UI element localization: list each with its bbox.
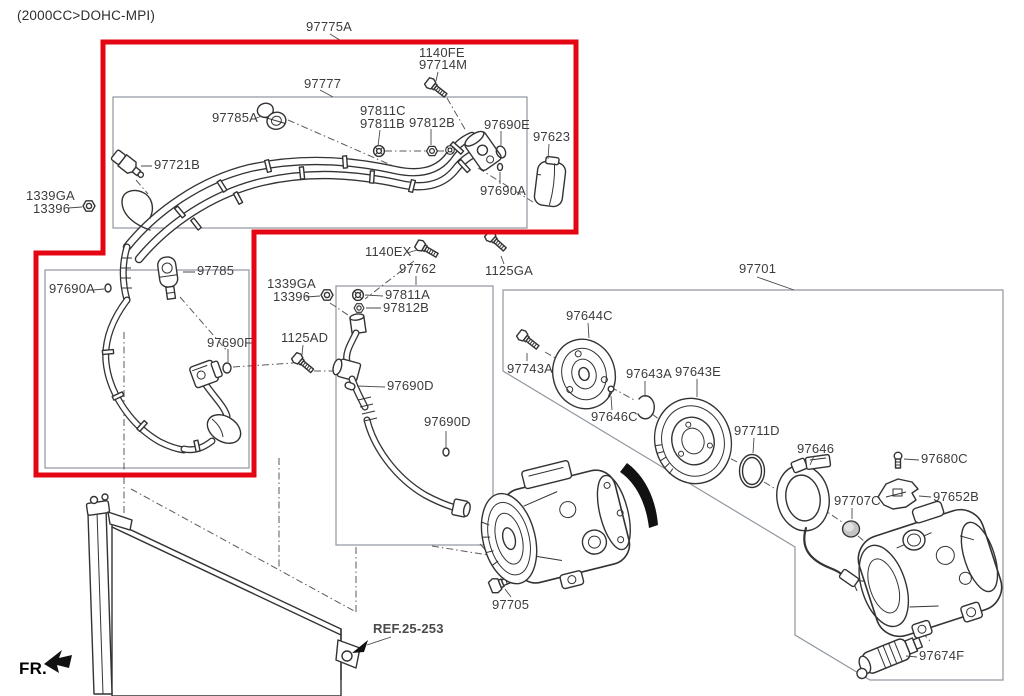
nut-13396-left bbox=[82, 200, 96, 212]
bolt-1125ad bbox=[289, 350, 317, 376]
suction-port-boss bbox=[902, 529, 926, 551]
tube-assembly-97777 bbox=[121, 130, 502, 264]
oring-97690a-left bbox=[104, 283, 112, 293]
hose-elbow-fitting bbox=[189, 359, 223, 389]
compressor-right bbox=[857, 500, 1003, 639]
highlight-swoosh bbox=[620, 463, 658, 528]
fr-direction-arrow-icon bbox=[44, 650, 72, 673]
condenser bbox=[85, 493, 368, 696]
grommet-97811a bbox=[351, 288, 365, 302]
pressure-sensor-97721b bbox=[110, 149, 145, 179]
cap-97707c bbox=[841, 520, 861, 538]
condenser-inlet-port bbox=[89, 495, 99, 505]
pipe-end-fitting bbox=[451, 498, 471, 518]
nut-97812b-mid bbox=[353, 303, 365, 313]
oring-97690f bbox=[222, 362, 232, 374]
condenser-bracket bbox=[335, 639, 361, 669]
stud-97646c bbox=[607, 385, 615, 399]
box-97762 bbox=[335, 285, 494, 546]
nut-13396-mid bbox=[320, 289, 334, 301]
condenser-outlet-port bbox=[101, 493, 109, 501]
pipe-elbow bbox=[332, 358, 362, 382]
cover-97623 bbox=[533, 155, 567, 208]
oring-97690a-top bbox=[496, 162, 504, 172]
pulley-97643e bbox=[653, 397, 733, 485]
ref-arrow-icon bbox=[352, 640, 368, 653]
grommet-97811b bbox=[372, 144, 386, 158]
box-97777 bbox=[112, 96, 528, 229]
oring-97690d-lower bbox=[442, 447, 450, 457]
leader-lines bbox=[67, 33, 932, 658]
clutch-disc-97644c bbox=[551, 338, 617, 410]
bolt-97743a bbox=[514, 327, 542, 353]
bracket-97652b bbox=[877, 478, 919, 510]
sub-assembly-boxes bbox=[44, 96, 1004, 681]
coil-connector bbox=[838, 568, 864, 592]
clamp-97785 bbox=[157, 256, 179, 301]
grommet-ferrule bbox=[445, 145, 455, 155]
pipe-top-port bbox=[349, 313, 367, 335]
box-97701 bbox=[502, 289, 1004, 681]
liquid-pipe-97762 bbox=[332, 313, 471, 518]
field-coil-97646 bbox=[776, 453, 864, 592]
box-suction-hose bbox=[44, 269, 250, 469]
tube-end-fitting bbox=[464, 130, 502, 171]
suction-hose bbox=[101, 243, 242, 454]
valve-97674f bbox=[856, 636, 924, 680]
tube-loop bbox=[121, 189, 154, 231]
clamp-97785a bbox=[256, 102, 287, 131]
seal-97711d bbox=[738, 453, 766, 489]
bolt-1140ex bbox=[413, 238, 441, 261]
compressor-center bbox=[480, 460, 658, 590]
pad-97690d-upper bbox=[344, 381, 356, 391]
screw-97680c bbox=[893, 451, 903, 469]
snap-ring-97643a bbox=[637, 395, 655, 420]
oring-97690e bbox=[495, 145, 507, 159]
highlight-outline bbox=[33, 39, 579, 478]
nut-97812b-top bbox=[425, 145, 439, 157]
